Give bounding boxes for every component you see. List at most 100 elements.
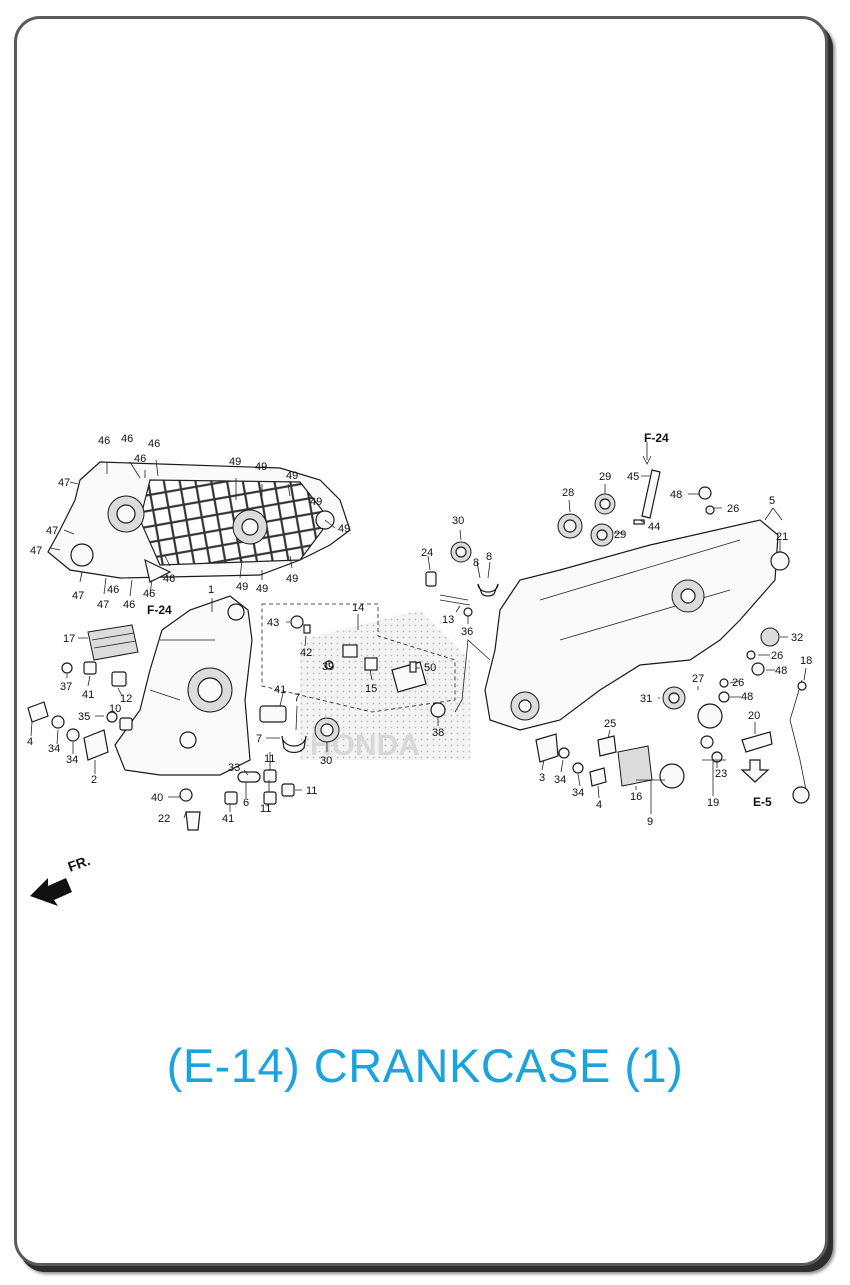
callout-34: 34 bbox=[66, 754, 78, 766]
front-direction-arrow-icon: FR. bbox=[30, 852, 92, 906]
callout-38: 38 bbox=[432, 727, 444, 739]
callout-41: 41 bbox=[222, 813, 234, 825]
callout-42: 42 bbox=[300, 647, 312, 659]
callout-17: 17 bbox=[63, 633, 75, 645]
callout-26: 26 bbox=[727, 503, 739, 515]
callout-49: 49 bbox=[236, 581, 248, 593]
callout-48: 48 bbox=[775, 665, 787, 677]
exploded-parts-box bbox=[261, 603, 456, 713]
callout-47: 47 bbox=[30, 545, 42, 557]
left-crankcase-half-cover bbox=[47, 461, 351, 583]
leader-lines bbox=[30, 442, 807, 819]
callout-30: 30 bbox=[452, 515, 464, 527]
callout-numbers: 46 46 46 46 47 49 49 49 49 49 47 47 46 4… bbox=[27, 433, 812, 828]
callout-40: 40 bbox=[151, 792, 163, 804]
left-crankcase bbox=[114, 595, 253, 776]
callout-49: 49 bbox=[286, 470, 298, 482]
callout-11: 11 bbox=[260, 803, 271, 815]
oil-strainer bbox=[87, 624, 139, 661]
callout-49: 49 bbox=[256, 583, 268, 595]
callout-47: 47 bbox=[72, 590, 84, 602]
callout-46: 46 bbox=[107, 584, 119, 596]
middle-small-parts bbox=[425, 541, 499, 718]
callout-46: 46 bbox=[134, 453, 146, 465]
callout-39: 39 bbox=[322, 661, 334, 673]
callout-21: 21 bbox=[776, 531, 788, 543]
callout-3: 3 bbox=[539, 772, 545, 784]
callout-32: 32 bbox=[791, 632, 803, 644]
callout-33: 33 bbox=[228, 762, 240, 774]
callout-48: 48 bbox=[741, 691, 753, 703]
callout-49: 49 bbox=[229, 456, 241, 468]
callout-15: 15 bbox=[365, 683, 377, 695]
callout-26: 26 bbox=[771, 650, 783, 662]
callout-7: 7 bbox=[294, 692, 300, 704]
callout-22: 22 bbox=[158, 813, 170, 825]
callout-47: 47 bbox=[58, 477, 70, 489]
callout-35: 35 bbox=[78, 711, 90, 723]
callout-41: 41 bbox=[82, 689, 94, 701]
callout-12: 12 bbox=[120, 693, 132, 705]
callout-34: 34 bbox=[572, 787, 584, 799]
callout-46: 46 bbox=[163, 573, 175, 585]
callout-49: 49 bbox=[338, 523, 350, 535]
callout-28: 28 bbox=[562, 487, 574, 499]
ref-code-f24-top: F-24 bbox=[644, 431, 669, 445]
callout-14: 14 bbox=[352, 602, 364, 614]
callout-4: 4 bbox=[27, 736, 33, 748]
callout-47: 47 bbox=[97, 599, 109, 611]
callout-34: 34 bbox=[554, 774, 566, 786]
callout-50: 50 bbox=[424, 662, 436, 674]
direction-label: FR. bbox=[66, 852, 93, 875]
callout-36: 36 bbox=[461, 626, 473, 638]
callout-29: 29 bbox=[599, 471, 611, 483]
callout-25: 25 bbox=[604, 718, 616, 730]
callout-13: 13 bbox=[442, 614, 454, 626]
page-title: (E-14) CRANKCASE (1) bbox=[166, 1039, 684, 1092]
callout-30: 30 bbox=[320, 755, 332, 767]
callout-8: 8 bbox=[473, 557, 479, 569]
callout-5: 5 bbox=[769, 495, 775, 507]
callout-37: 37 bbox=[60, 681, 72, 693]
callout-49: 49 bbox=[310, 496, 322, 508]
callout-18: 18 bbox=[800, 655, 812, 667]
ref-code-f24-left: F-24 bbox=[147, 603, 172, 617]
callout-11: 11 bbox=[264, 753, 275, 765]
callout-10: 10 bbox=[109, 703, 121, 715]
callout-44: 44 bbox=[648, 521, 660, 533]
callout-16: 16 bbox=[630, 791, 642, 803]
callout-46: 46 bbox=[123, 599, 135, 611]
callout-8: 8 bbox=[486, 551, 492, 563]
callout-31: 31 bbox=[640, 693, 652, 705]
callout-7: 7 bbox=[256, 733, 262, 745]
callout-19: 19 bbox=[707, 797, 719, 809]
ref-code-e5: E-5 bbox=[753, 795, 772, 809]
callout-23: 23 bbox=[715, 768, 727, 780]
callout-11: 11 bbox=[306, 785, 317, 797]
callout-24: 24 bbox=[421, 547, 433, 559]
callout-46: 46 bbox=[98, 435, 110, 447]
callout-26: 26 bbox=[732, 677, 744, 689]
callout-27: 27 bbox=[692, 673, 704, 685]
callout-2: 2 bbox=[91, 774, 97, 786]
right-crankcase bbox=[484, 519, 790, 731]
callout-46: 46 bbox=[121, 433, 133, 445]
callout-43: 43 bbox=[267, 617, 279, 629]
right-small-parts bbox=[535, 469, 810, 804]
callout-46: 46 bbox=[148, 438, 160, 450]
callout-6: 6 bbox=[243, 797, 249, 809]
callout-49: 49 bbox=[286, 573, 298, 585]
callout-9: 9 bbox=[647, 816, 653, 828]
callout-1: 1 bbox=[208, 584, 214, 596]
callout-48: 48 bbox=[670, 489, 682, 501]
callout-20: 20 bbox=[748, 710, 760, 722]
callout-29: 29 bbox=[614, 529, 626, 541]
callout-47: 47 bbox=[46, 525, 58, 537]
callout-45: 45 bbox=[627, 471, 639, 483]
callout-49: 49 bbox=[255, 461, 267, 473]
callout-34: 34 bbox=[48, 743, 60, 755]
callout-46: 46 bbox=[143, 588, 155, 600]
callout-41: 41 bbox=[274, 684, 286, 696]
callout-4: 4 bbox=[596, 799, 602, 811]
